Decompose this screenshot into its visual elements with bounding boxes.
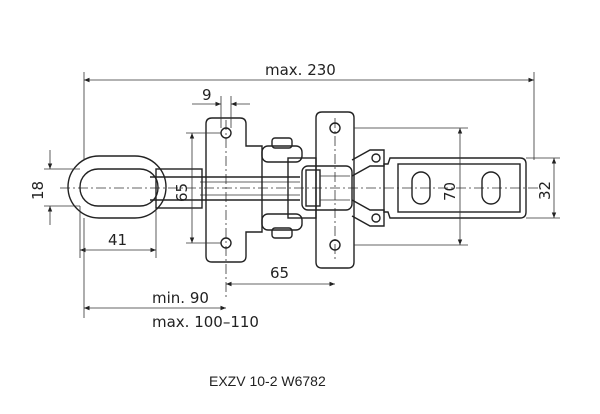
right-base-plate xyxy=(315,111,355,269)
dim-70-label: 70 xyxy=(441,182,459,201)
dim-32 xyxy=(526,157,560,219)
left-base-plate xyxy=(205,117,263,263)
dim-min-90 xyxy=(83,218,226,318)
shackle-eye xyxy=(67,155,167,219)
dim-min-90-label: min. 90 xyxy=(152,289,209,307)
dim-65-vertical xyxy=(186,132,221,244)
dim-18 xyxy=(44,150,80,225)
dim-max-230 xyxy=(83,72,535,160)
tension-rod xyxy=(150,168,300,209)
dim-65-vertical-label: 65 xyxy=(173,183,191,202)
dim-max-230-label: max. 230 xyxy=(265,61,336,79)
dim-9 xyxy=(192,96,250,128)
dim-70 xyxy=(354,127,468,246)
dim-41 xyxy=(79,206,157,258)
dim-65-horizontal-label: 65 xyxy=(270,264,289,282)
part-number-caption: EXZV 10-2 W6782 xyxy=(209,373,326,389)
dim-41-label: 41 xyxy=(108,231,127,249)
dim-max-100-110-label: max. 100–110 xyxy=(152,313,259,331)
dim-9-label: 9 xyxy=(202,86,212,104)
toggle-mechanism xyxy=(261,137,385,239)
dim-18-label: 18 xyxy=(29,181,47,200)
dim-32-label: 32 xyxy=(536,181,554,200)
